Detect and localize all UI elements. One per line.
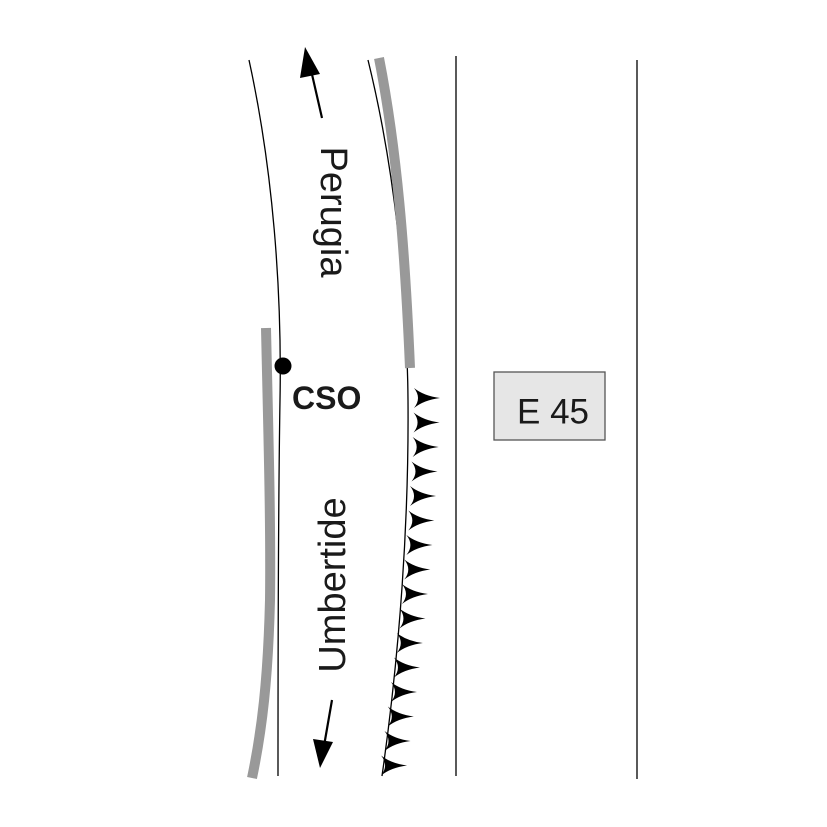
- embankment-tick: [381, 755, 408, 776]
- embankment-tick: [404, 559, 431, 580]
- embankment-tick: [413, 412, 440, 433]
- filled-circle-icon: [274, 357, 292, 375]
- embankment-tick: [414, 388, 440, 408]
- embankment-tick: [406, 535, 433, 555]
- embankment-tick: [399, 608, 426, 629]
- embankment-tick: [396, 633, 423, 653]
- embankment-tick: [387, 706, 414, 727]
- embankment-tick: [390, 682, 417, 702]
- embankment-tick: [393, 657, 420, 678]
- route-shield-label: E 45: [517, 393, 589, 432]
- road-edge-right: [367, 59, 409, 777]
- arrow-down-icon: [313, 699, 334, 768]
- embankment-tick: [401, 584, 428, 604]
- barrier-lower-left: [247, 327, 276, 780]
- embankment-tick: [412, 437, 439, 457]
- embankment-tick: [408, 510, 435, 531]
- barrier-upper-right: [374, 57, 415, 369]
- road-edge-left: [248, 59, 281, 777]
- arrow-up-icon: [300, 47, 324, 119]
- embankment-tick: [410, 486, 437, 506]
- embankment-tick: [411, 461, 438, 482]
- embankment-hachure-icon: [381, 388, 440, 776]
- label-umbertide: Umbertide: [312, 497, 354, 672]
- label-perugia: Perugia: [312, 147, 354, 279]
- embankment-tick: [384, 731, 411, 751]
- route-shield: E 45: [493, 371, 606, 441]
- label-cso: CSO: [292, 380, 361, 416]
